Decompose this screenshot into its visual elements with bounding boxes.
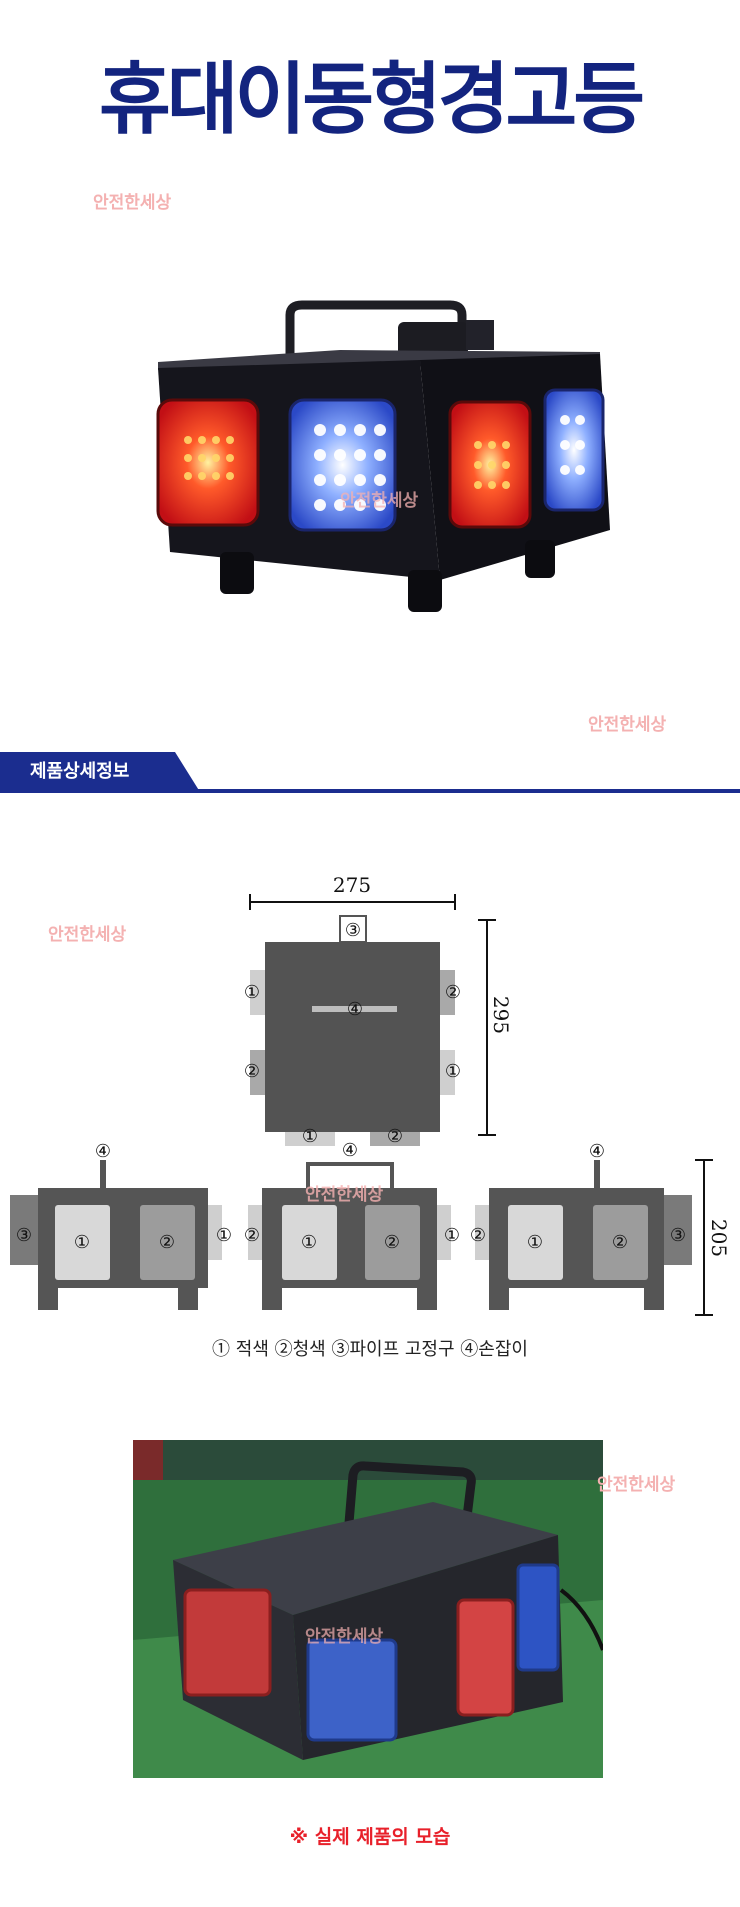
watermark: 안전한세상 [305, 1185, 384, 1205]
marker-2: ② [244, 1061, 260, 1082]
marker-1: ① [301, 1232, 317, 1253]
depth-dimension: 295 [489, 996, 513, 1034]
dimension-diagram: 275 295 205 ③ ④ ① ② ② ① ① ② ④ ③ ① ② ① ④ … [10, 873, 731, 1316]
marker-2: ② [445, 982, 461, 1003]
watermark: 안전한세상 [588, 715, 667, 735]
watermark: 안전한세상 [340, 491, 419, 511]
section-label: 제품상세정보 [30, 761, 130, 782]
marker-2: ② [470, 1225, 486, 1246]
page-title: 휴대이동형경고등 [98, 55, 645, 145]
marker-2: ② [244, 1225, 260, 1246]
marker-4: ④ [347, 999, 363, 1020]
marker-3: ③ [345, 920, 361, 941]
product-photo [156, 300, 610, 612]
section-divider [0, 789, 740, 793]
watermark: 안전한세상 [93, 193, 172, 213]
photo-caption: ※ 실제 제품의 모습 [289, 1826, 451, 1848]
top-view [250, 915, 455, 1146]
diagram-legend: ① 적색 ②청색 ③파이프 고정구 ④손잡이 [212, 1339, 528, 1360]
front-view-left [10, 1160, 222, 1310]
marker-1: ① [302, 1126, 318, 1147]
marker-1: ① [74, 1232, 90, 1253]
front-view-right [475, 1160, 692, 1310]
marker-4: ④ [342, 1140, 358, 1161]
marker-2: ② [387, 1126, 403, 1147]
width-dimension: 275 [333, 873, 371, 897]
section-tab [0, 752, 200, 792]
marker-3: ③ [670, 1225, 686, 1246]
marker-2: ② [612, 1232, 628, 1253]
marker-2: ② [159, 1232, 175, 1253]
marker-1: ① [216, 1225, 232, 1246]
watermark: 안전한세상 [48, 925, 127, 945]
marker-1: ① [527, 1232, 543, 1253]
marker-4: ④ [589, 1141, 605, 1162]
watermark: 안전한세상 [305, 1627, 384, 1647]
height-dimension: 205 [707, 1219, 731, 1257]
front-view-center [248, 1162, 451, 1310]
watermark: 안전한세상 [597, 1475, 676, 1495]
marker-4: ④ [95, 1141, 111, 1162]
marker-1: ① [445, 1061, 461, 1082]
actual-product-photo [133, 1440, 603, 1778]
marker-3: ③ [16, 1225, 32, 1246]
marker-1: ① [244, 982, 260, 1003]
marker-2: ② [384, 1232, 400, 1253]
marker-1: ① [444, 1225, 460, 1246]
